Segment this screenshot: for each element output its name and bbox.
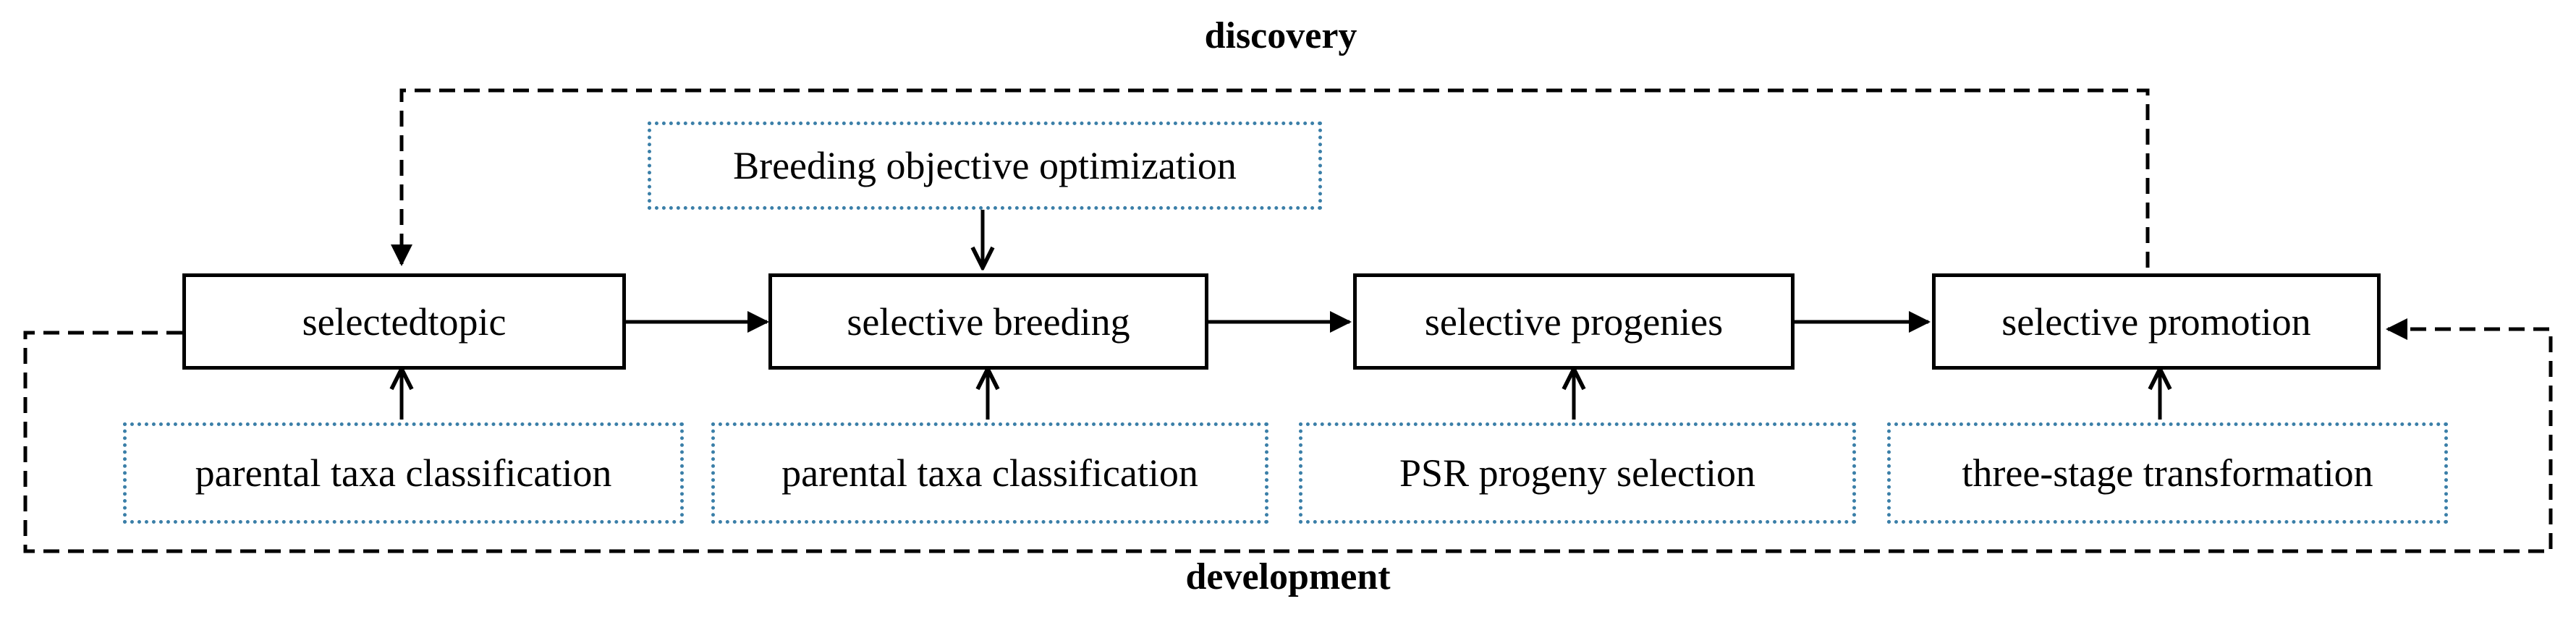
stage-box-selectedtopic: selectedtopic (182, 273, 626, 370)
development-label: development (1185, 556, 1391, 597)
input-box-parental-taxa-2: parental taxa classification (711, 422, 1268, 524)
stage-box-selective-breeding: selective breeding (768, 273, 1208, 370)
discovery-label: discovery (1204, 15, 1357, 56)
stage-box-selective-promotion: selective promotion (1932, 273, 2381, 370)
discovery-loop (391, 88, 2150, 268)
input-box-psr-progeny-selection: PSR progeny selection (1299, 422, 1856, 524)
objective-box: Breeding objective optimization (648, 122, 1322, 210)
input-box-three-stage-transformation: three-stage transformation (1887, 422, 2448, 524)
development-loop (23, 318, 2553, 553)
input-box-parental-taxa-1: parental taxa classification (123, 422, 684, 524)
stage-box-selective-progenies: selective progenies (1353, 273, 1795, 370)
